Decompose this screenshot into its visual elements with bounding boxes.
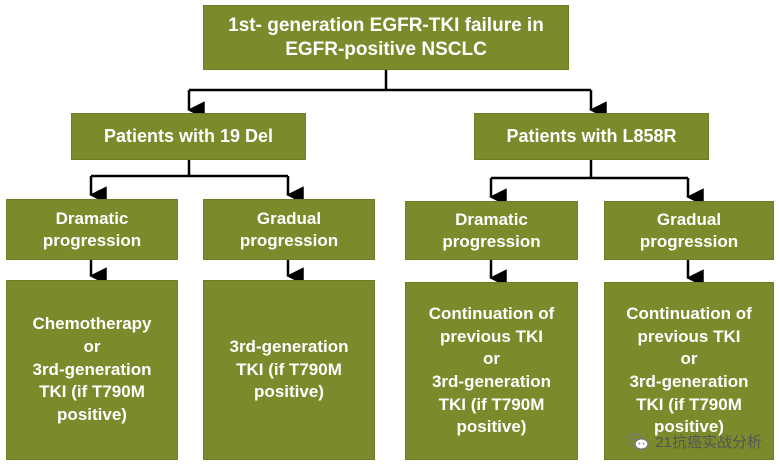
branch-node-19del-gradual: Gradual progression xyxy=(203,199,375,260)
wechat-icon xyxy=(627,432,650,451)
group-node-19-del: Patients with 19 Del xyxy=(71,113,306,160)
outcome-node-l858r-dramatic: Continuation of previous TKI or 3rd-gene… xyxy=(405,282,578,460)
outcome-node-19del-gradual: 3rd-generation TKI (if T790M positive) xyxy=(203,280,375,460)
root-node: 1st- generation EGFR-TKI failure in EGFR… xyxy=(203,5,569,70)
group-node-l858r: Patients with L858R xyxy=(474,113,709,160)
branch-node-l858r-dramatic: Dramatic progression xyxy=(405,201,578,260)
outcome-node-19del-dramatic: Chemotherapy or 3rd-generation TKI (if T… xyxy=(6,280,178,460)
watermark-text: 21抗癌实战分析 xyxy=(655,434,762,451)
branch-node-l858r-gradual: Gradual progression xyxy=(604,201,774,260)
branch-node-19del-dramatic: Dramatic progression xyxy=(6,199,178,260)
watermark: 21抗癌实战分析 xyxy=(627,431,762,452)
outcome-node-l858r-gradual: Continuation of previous TKI or 3rd-gene… xyxy=(604,282,774,460)
